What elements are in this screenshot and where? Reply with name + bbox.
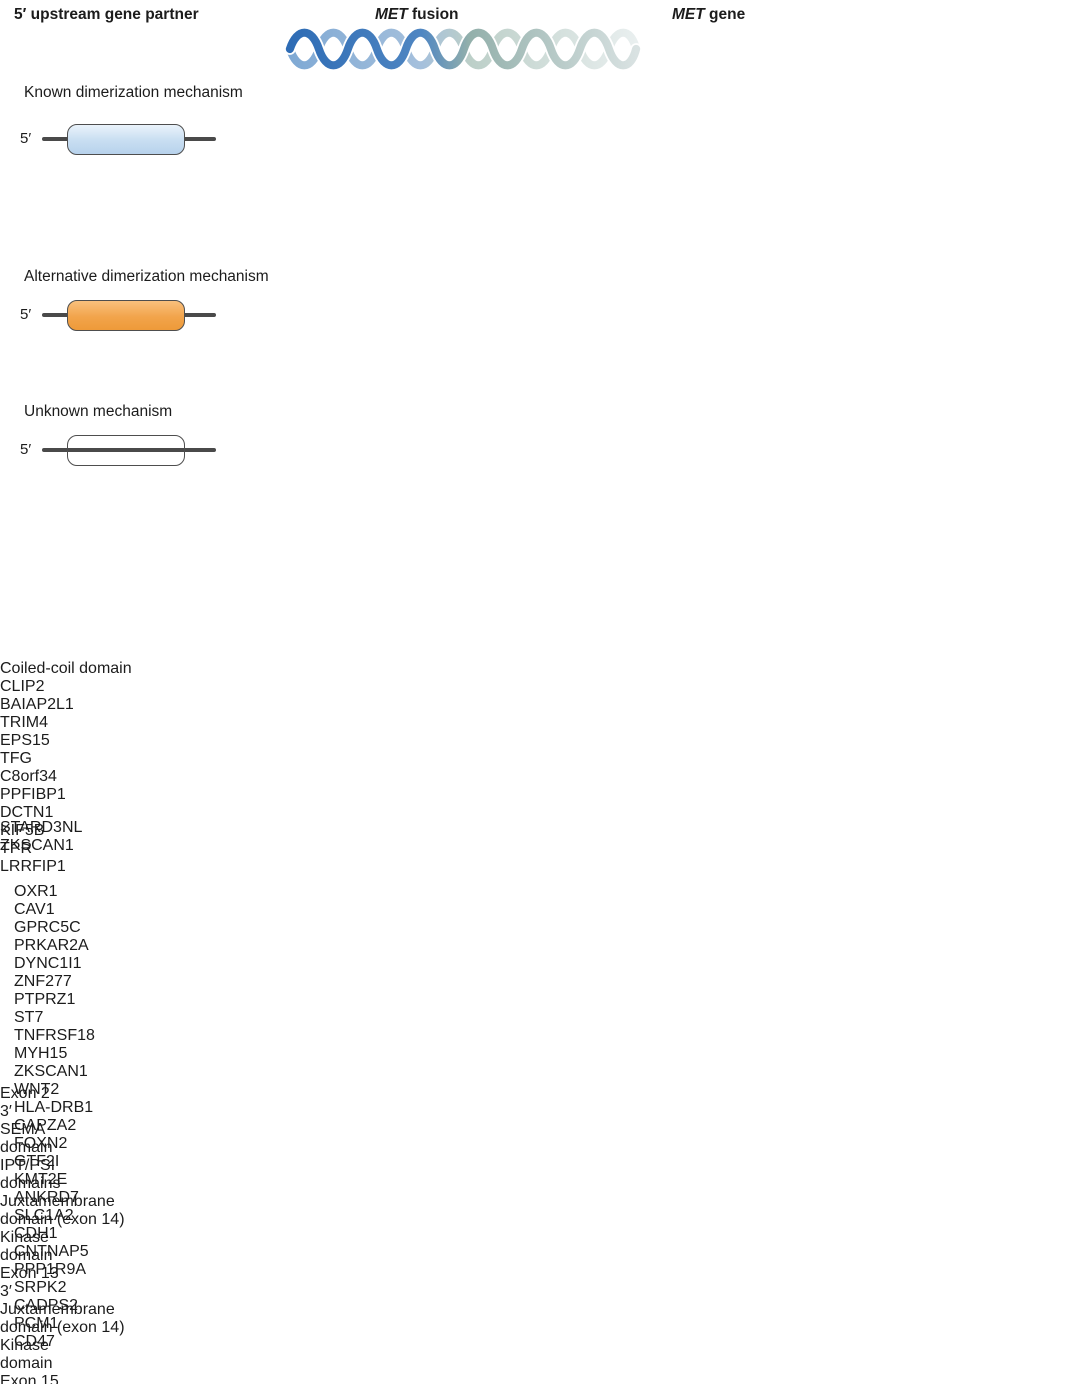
three-prime-label: 3′ xyxy=(0,1103,12,1120)
gene-item: CNTNAP5 xyxy=(14,1243,89,1260)
gene-item: EPS15 xyxy=(0,732,50,749)
gene-item: TRIM4 xyxy=(0,714,48,731)
gene-item: ST7 xyxy=(14,1009,44,1026)
three-prime-label: 3′ xyxy=(0,1283,12,1300)
label-line: domain (exon 14) xyxy=(0,1211,125,1228)
exon-13-label: Exon 13 xyxy=(0,1265,59,1282)
ipt-psi-domains-label: IPT/PSI domains xyxy=(0,1157,100,1193)
coiled-coil-domain-label: Coiled-coil domain xyxy=(0,660,132,677)
label-line: IPT/PSI xyxy=(0,1157,56,1174)
section-title-alternative-dimerization: Alternative dimerization mechanism xyxy=(24,268,269,285)
met-fusion-title: MET fusion xyxy=(375,6,459,24)
five-prime-label: 5′ xyxy=(20,130,32,147)
gene-text: gene xyxy=(704,6,746,23)
gene-item: DYNC1I1 xyxy=(14,955,82,972)
label-line: Juxtamembrane xyxy=(0,1301,115,1318)
gene-item: PRKAR2A xyxy=(14,937,89,954)
juxtamembrane-domain-label: Juxtamembrane domain (exon 14) xyxy=(0,1193,150,1229)
dna-helix-icon xyxy=(284,26,642,72)
gene-item: STARD3NL xyxy=(0,819,83,836)
met-gene-title: MET gene xyxy=(672,6,745,24)
coiled-coil-domain-shape xyxy=(67,124,185,155)
gene-item: MYH15 xyxy=(14,1045,68,1062)
section-title-known-dimerization: Known dimerization mechanism xyxy=(24,84,243,101)
met-italic-text: MET xyxy=(672,6,705,23)
gene-item: PPP1R9A xyxy=(14,1261,87,1278)
section-title-unknown-mechanism: Unknown mechanism xyxy=(24,403,173,420)
gene-item: GPRC5C xyxy=(14,919,81,936)
gene-item: PTPRZ1 xyxy=(14,991,76,1008)
alternative-dimerization-domain-shape xyxy=(67,300,185,331)
gene-item: BAIAP2L1 xyxy=(0,696,74,713)
gene-item: ZNF277 xyxy=(14,973,72,990)
exon-15-label: Exon 15 xyxy=(0,1373,59,1384)
fusion-text: fusion xyxy=(407,6,459,23)
label-line: domain (exon 14) xyxy=(0,1319,125,1336)
unknown-mechanism-domain-shape xyxy=(67,435,185,466)
label-line: domains xyxy=(0,1175,61,1192)
met-italic-text: MET xyxy=(375,6,408,23)
five-prime-label: 5′ xyxy=(20,441,32,458)
label-line: domain xyxy=(0,1355,53,1372)
left-panel-title: 5′ upstream gene partner xyxy=(14,6,199,23)
gene-item: WNT2 xyxy=(14,1081,60,1098)
gene-item: TNFRSF18 xyxy=(14,1027,95,1044)
juxtamembrane-domain-label: Juxtamembrane domain (exon 14) xyxy=(0,1301,150,1337)
gene-item: ZKSCAN1 xyxy=(0,837,74,854)
label-line: Juxtamembrane xyxy=(0,1193,115,1210)
gene-item: PPFIBP1 xyxy=(0,786,66,803)
partner-backbone-line xyxy=(42,448,216,452)
gene-item: CLIP2 xyxy=(0,678,45,695)
gene-item: ZKSCAN1 xyxy=(14,1063,88,1080)
gene-item: OXR1 xyxy=(14,883,58,900)
gene-item: TFG xyxy=(0,750,32,767)
gene-item: C8orf34 xyxy=(0,768,57,785)
gene-item: CAV1 xyxy=(14,901,55,918)
five-prime-label: 5′ xyxy=(20,306,32,323)
